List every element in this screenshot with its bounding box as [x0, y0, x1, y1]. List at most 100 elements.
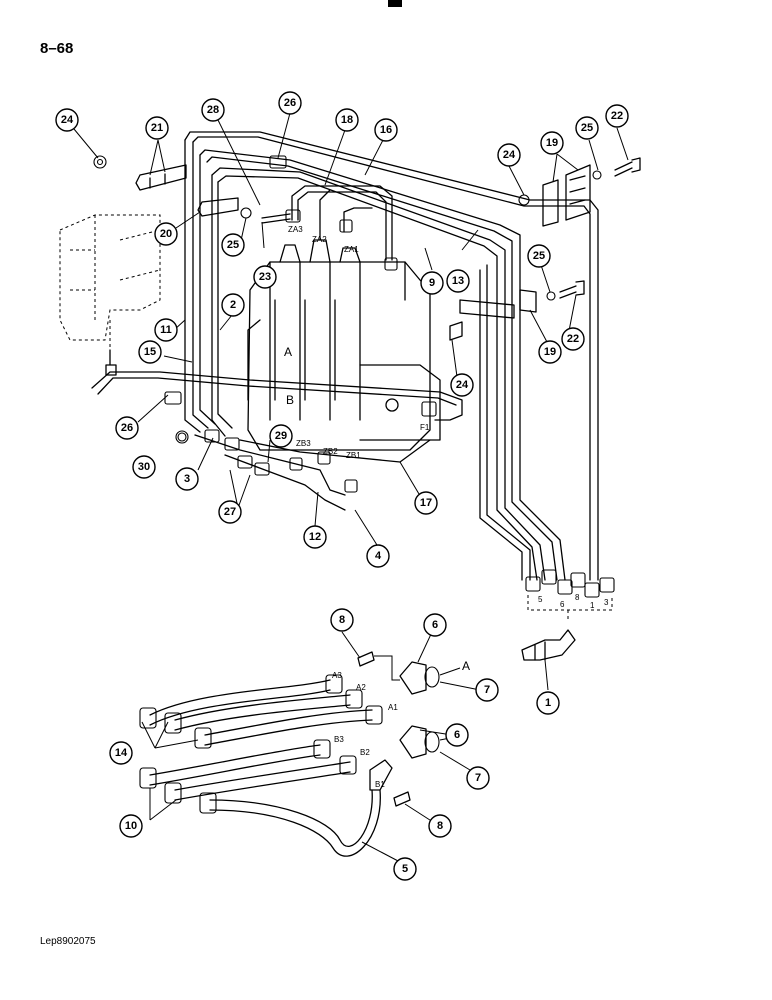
callout: 29 [269, 424, 293, 448]
flange-hardware [357, 651, 461, 807]
svg-text:5: 5 [402, 863, 408, 875]
port-label: ZA3 [288, 225, 303, 234]
callout: 7 [475, 678, 499, 702]
callout: 14 [109, 741, 133, 765]
ghost-valve-outline [59, 214, 161, 350]
callout: 22 [605, 104, 629, 128]
port-label: 5 [538, 595, 543, 604]
callout: 6 [445, 723, 469, 747]
svg-text:7: 7 [475, 772, 481, 784]
callout: 4 [366, 544, 390, 568]
svg-text:16: 16 [380, 124, 392, 136]
svg-text:1: 1 [545, 697, 551, 709]
svg-text:21: 21 [151, 122, 163, 134]
svg-text:8: 8 [339, 614, 345, 626]
svg-text:15: 15 [144, 346, 156, 358]
svg-text:20: 20 [160, 228, 172, 240]
svg-text:8: 8 [437, 820, 443, 832]
callout: 25 [221, 233, 245, 257]
callout: 23 [253, 265, 277, 289]
svg-text:23: 23 [259, 271, 271, 283]
port-label: 1 [590, 601, 595, 610]
svg-text:22: 22 [567, 333, 579, 345]
svg-text:25: 25 [533, 250, 545, 262]
callout: 25 [575, 116, 599, 140]
port-label: F1 [420, 423, 430, 432]
svg-text:26: 26 [284, 97, 296, 109]
svg-text:24: 24 [456, 379, 469, 391]
callout: 8 [428, 814, 452, 838]
callout: 2 [221, 293, 245, 317]
svg-text:6: 6 [432, 619, 438, 631]
callout: 12 [303, 525, 327, 549]
svg-text:14: 14 [115, 747, 128, 759]
svg-text:12: 12 [309, 531, 321, 543]
callout: 6 [423, 613, 447, 637]
port-label: A2 [356, 683, 366, 692]
callout: 19 [540, 131, 564, 155]
callout: 30 [132, 455, 156, 479]
svg-text:24: 24 [503, 149, 516, 161]
port-label: ZB1 [346, 451, 361, 460]
callout: 1 [536, 691, 560, 715]
callout: 9 [420, 271, 444, 295]
port-label: 8 [575, 593, 580, 602]
control-valve-block [247, 239, 441, 451]
svg-text:11: 11 [160, 324, 172, 336]
svg-text:25: 25 [227, 239, 239, 251]
port-label: A [284, 345, 292, 359]
callout: 24 [55, 108, 79, 132]
callout: 8 [330, 608, 354, 632]
callout: 27 [218, 500, 242, 524]
flexible-hoses [139, 674, 393, 857]
svg-text:24: 24 [61, 114, 74, 126]
callout: 22 [561, 327, 585, 351]
callout: 25 [527, 244, 551, 268]
callout: 20 [154, 222, 178, 246]
svg-text:19: 19 [544, 346, 556, 358]
callout-balloons: 24 21 28 26 18 16 24 19 25 22 20 25 23 1… [55, 91, 629, 881]
callout: 7 [466, 766, 490, 790]
callout: 15 [138, 340, 162, 364]
svg-text:4: 4 [375, 550, 382, 562]
bundle-end-fittings [525, 569, 615, 620]
svg-text:2: 2 [230, 299, 236, 311]
elbow-adapter [521, 629, 576, 661]
svg-text:13: 13 [452, 275, 464, 287]
svg-text:18: 18 [341, 114, 353, 126]
svg-text:7: 7 [484, 684, 490, 696]
port-label: A3 [332, 671, 342, 680]
port-label: ZB2 [323, 447, 338, 456]
port-label: ZA2 [312, 235, 327, 244]
svg-text:10: 10 [125, 820, 137, 832]
port-label: ZA1 [344, 245, 359, 254]
document-reference: Lep8902075 [40, 936, 96, 947]
svg-text:22: 22 [611, 110, 623, 122]
callout: 17 [414, 491, 438, 515]
callout: 11 [154, 318, 178, 342]
callout: 5 [393, 857, 417, 881]
port-label: B [286, 393, 294, 407]
svg-text:3: 3 [184, 473, 190, 485]
port-label: B3 [334, 735, 344, 744]
svg-text:27: 27 [224, 506, 236, 518]
callout: 24 [450, 373, 474, 397]
page-edge-mark [388, 0, 402, 7]
page-number: 8–68 [40, 40, 74, 57]
svg-text:28: 28 [207, 104, 219, 116]
port-label: ZB3 [296, 439, 311, 448]
callout: 10 [119, 814, 143, 838]
port-labels: ZA3 ZA2 ZA1 ZB3 ZB2 ZB1 F1 A B A3 A2 A1 … [284, 225, 609, 789]
svg-text:26: 26 [121, 422, 133, 434]
svg-text:9: 9 [429, 277, 435, 289]
callout: 16 [374, 118, 398, 142]
callout: 13 [446, 269, 470, 293]
svg-text:17: 17 [420, 497, 432, 509]
callout: 3 [175, 467, 199, 491]
rigid-pipe-bundle [184, 131, 599, 581]
callout: 18 [335, 108, 359, 132]
callout: 26 [115, 416, 139, 440]
port-label: A [462, 659, 470, 673]
svg-text:19: 19 [546, 137, 558, 149]
